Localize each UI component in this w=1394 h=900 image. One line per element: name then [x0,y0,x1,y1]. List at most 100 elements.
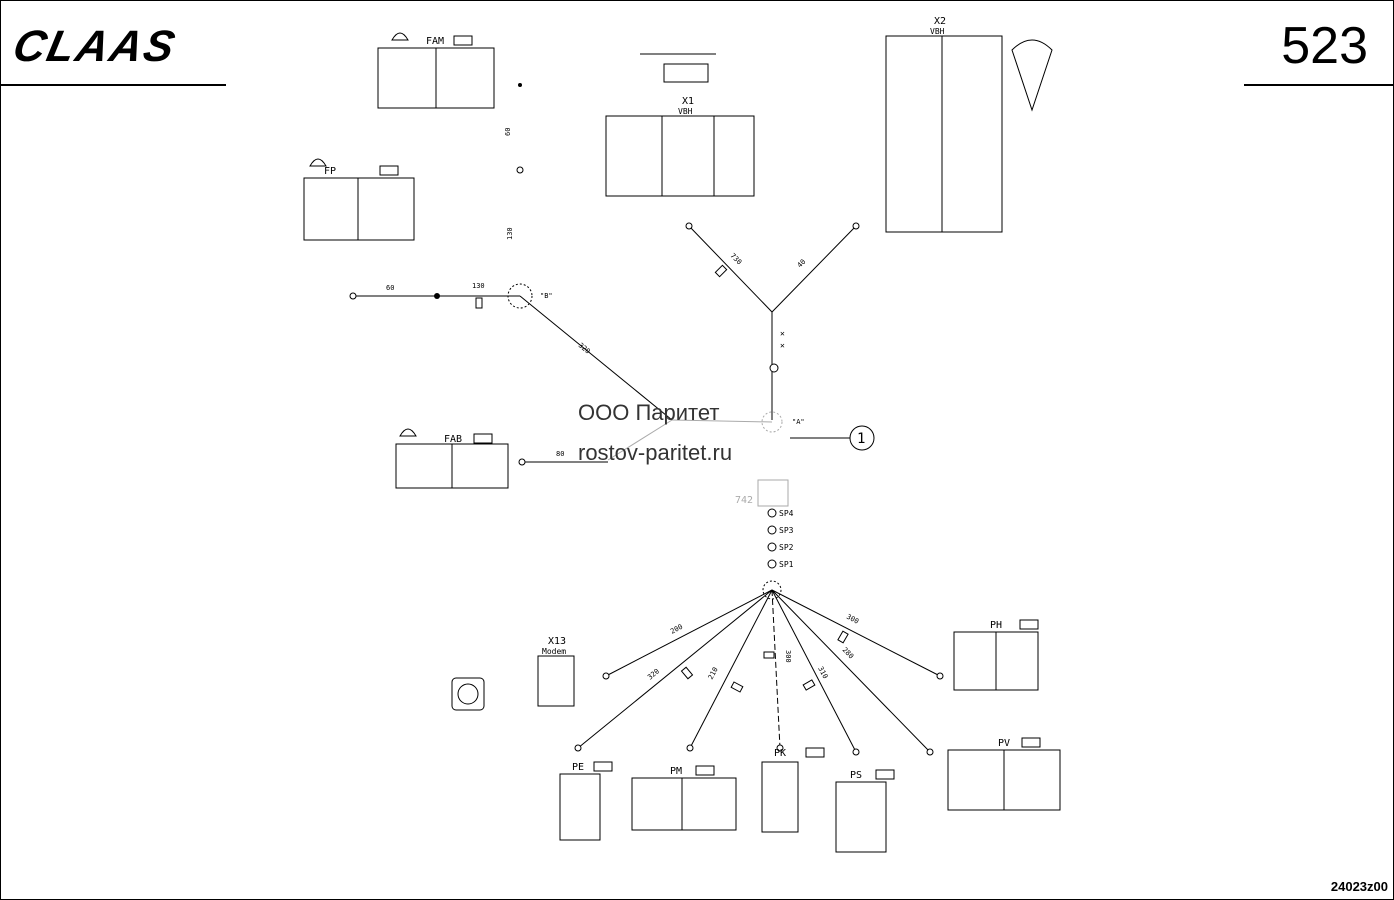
length-label: 300 [845,613,860,626]
connector-x1-label: X1 [682,96,694,107]
length-label: 200 [669,623,684,636]
ok-box [473,433,493,444]
splice-label: SP2 [779,543,794,552]
ok-box [805,747,825,758]
node [516,166,524,174]
connector-pm-label: PM [670,766,682,777]
crossed-marker: ✕ [780,329,785,338]
length-label: 280 [841,646,856,661]
center-label: 742 [735,495,753,506]
connector-fab-label: FAB [444,434,462,445]
ok-box [1021,737,1041,748]
wire-marker [802,679,816,691]
wire-ps [771,589,857,753]
pin-table-fp [303,177,415,241]
length-label: 310 [816,665,829,680]
connector-pk-label: PK [774,748,786,759]
wire-pm [689,589,773,749]
wire-ph [771,589,941,677]
connector-x1-drawing [663,63,709,83]
pin-table-pm [631,777,737,831]
connector-x13-label: X13 [548,636,566,647]
node [685,222,693,230]
length-label: 320 [577,341,592,355]
header-rule-right [1244,84,1394,86]
length-label: 210 [707,666,720,681]
modem-connector-face [457,683,479,705]
node [349,292,357,300]
node [518,83,522,87]
wire-marker [475,297,483,309]
wire-x1 [688,225,773,313]
splice-label: SP1 [779,560,794,569]
watermark-company: ООО Паритет [578,400,720,425]
ok-box [593,761,613,772]
wire-marker [763,651,775,659]
watermark-url: rostov-paritet.ru [578,440,733,465]
ok-box [453,35,473,46]
length-label: 130 [472,282,485,290]
splice-label: SP3 [779,526,794,535]
ok-box [379,165,399,176]
ok-box [875,769,895,780]
connector-ph-label: PH [990,620,1002,631]
connector-x13-sub: Modem [542,647,566,656]
wire-pv [771,589,931,753]
length-label: 80 [556,450,564,458]
node [574,744,582,752]
node [686,744,694,752]
connector-x2-label: X2 [934,16,946,27]
length-label: 730 [729,252,744,267]
connector-pv-label: PV [998,738,1010,749]
splice-sp2 [767,542,777,552]
wire-marker [730,681,744,693]
connector-fam-label: FAM [426,36,444,47]
pin-table-ps [835,781,887,853]
pin-table-x13 [537,655,575,707]
grommet [757,479,789,507]
pin-table-pe [559,773,601,841]
node [926,748,934,756]
wire-x2 [771,225,857,313]
wire-marker [680,666,694,680]
splice-label: SP4 [779,509,794,518]
splice-sp4 [767,508,777,518]
header-rule-left [0,84,226,86]
connector-x2-drawing [1011,39,1053,112]
callout-number: 1 [857,431,865,447]
node [852,748,860,756]
tag-a: "A" [792,418,805,426]
wire-x13 [605,589,773,677]
wire-diagonal [519,295,673,421]
wire-pk [771,589,781,749]
modem-connector-drawing [451,677,485,711]
splice-sp1 [767,559,777,569]
splice-sp3 [767,525,777,535]
node [518,458,526,466]
pin-table-pk [761,761,799,833]
tag-b: "B" [540,292,553,300]
node [776,744,784,752]
wire-pe [577,589,773,749]
pin-table-x2 [885,35,1003,233]
length-label: 40 [796,258,808,270]
callout-balloon [849,425,875,451]
node [434,293,440,299]
node [769,363,779,373]
drawing-number: 24023z00 [1330,879,1388,894]
length-label: 130 [506,227,514,240]
ok-box [1019,619,1039,630]
crossed-marker: ✕ [780,341,785,350]
connector-p-icon [399,428,417,437]
page-number: 523 [1281,17,1368,75]
junction-lower [762,580,782,600]
connector-x2-sub: VBH [930,27,945,36]
connector-pe-label: PE [572,762,584,773]
wire-to-fab [607,419,673,461]
node [936,672,944,680]
junction-b [507,283,533,309]
node [852,222,860,230]
connector-x1-sub: VBH [678,107,693,116]
length-label: 300 [784,650,792,663]
